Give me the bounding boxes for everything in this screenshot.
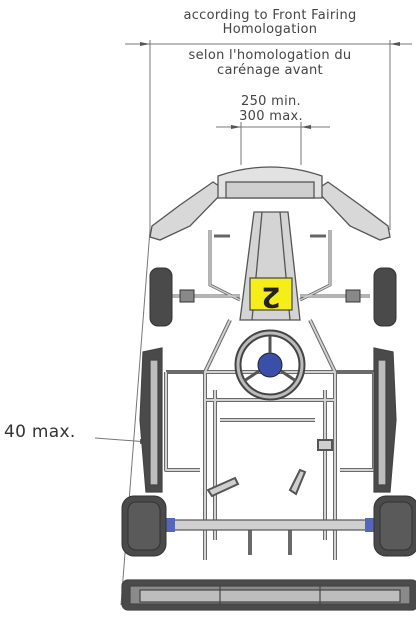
fairing-label-line4: carénage avant xyxy=(217,63,323,78)
fairing-wing-left xyxy=(149,181,227,241)
width-max-label: 300 max. xyxy=(239,109,303,124)
number-plate-group: 2 xyxy=(249,277,293,314)
side-pods xyxy=(139,347,397,493)
front-tyre-right xyxy=(373,267,397,327)
front-tyre-left xyxy=(149,267,173,327)
fairing-label-line3: selon l'homologation du xyxy=(188,48,352,63)
side-max-label: 40 max. xyxy=(4,422,76,442)
number-plate xyxy=(249,277,293,311)
fairing-wing-right xyxy=(314,181,391,241)
fairing-label-line2: Homologation xyxy=(222,22,318,37)
front-fairing xyxy=(149,166,391,241)
rear-tyres xyxy=(121,495,416,557)
steering-hub xyxy=(257,352,283,378)
steering-wheel xyxy=(234,329,306,401)
front-tyres xyxy=(149,267,397,327)
rear-axle xyxy=(164,518,376,532)
pedals xyxy=(206,439,333,498)
kart-number: 2 xyxy=(261,281,280,314)
width-min-label: 250 min. xyxy=(241,94,301,109)
rear-bumper xyxy=(121,579,416,611)
side-leader-line xyxy=(94,437,149,443)
fairing-label-line1: according to Front Fairing xyxy=(183,8,357,23)
